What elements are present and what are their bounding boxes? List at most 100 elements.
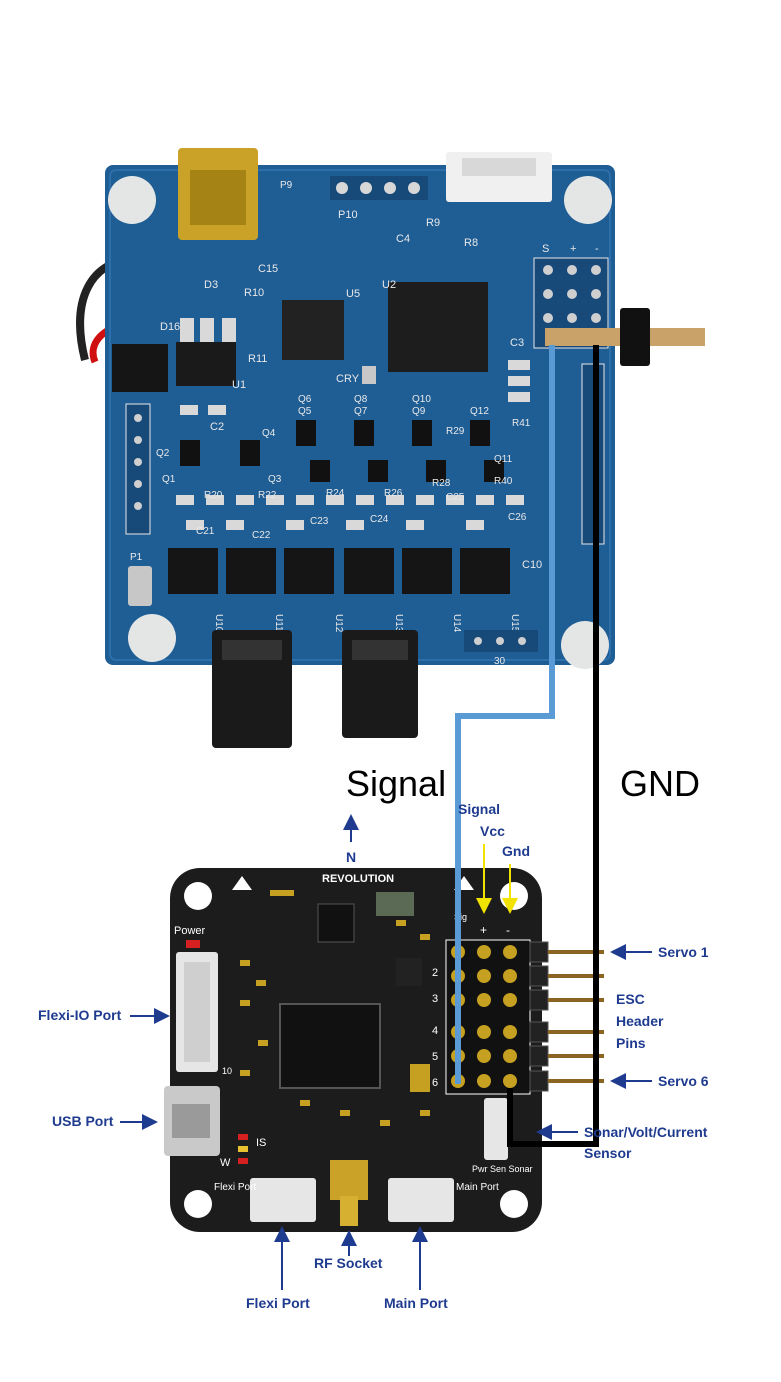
silk-plus: +	[570, 243, 576, 255]
gnd-wire-label: GND	[620, 763, 700, 804]
sonar-label-1: Sonar/Volt/Current	[584, 1124, 708, 1140]
silk-u5: U5	[346, 288, 360, 300]
p10-header	[330, 176, 428, 200]
silk-c24: C24	[370, 514, 389, 525]
rf-socket-label: RF Socket	[314, 1255, 383, 1271]
servo1-label: Servo 1	[658, 944, 709, 960]
esc-right-angle-pin-2	[548, 974, 604, 978]
silk-c15: C15	[258, 263, 278, 275]
north-label: N	[346, 849, 356, 865]
standoff-tl	[108, 176, 156, 224]
esc-pin-r4-c3	[503, 1025, 517, 1039]
regulator-u1	[112, 344, 168, 392]
esc-pin-r1-c2	[477, 945, 491, 959]
silk-q1: Q1	[162, 474, 176, 485]
silk-r11: R11	[248, 353, 267, 365]
esc-right-angle-pin-1	[548, 950, 604, 954]
silk-s: S	[542, 243, 549, 255]
esc-pin-housing-2	[529, 965, 549, 987]
power-led	[186, 940, 200, 948]
silk-q3: Q3	[268, 474, 282, 485]
silk-u11: U11	[273, 614, 284, 632]
esc-pins	[451, 941, 604, 1092]
driver-chips	[168, 548, 510, 594]
silk-minus: -	[595, 243, 599, 255]
silk-c26: C26	[508, 512, 527, 523]
esc-pin-housing-1	[529, 941, 549, 963]
silk-cry: CRY	[336, 373, 360, 385]
sonar-label-2: Sensor	[584, 1145, 632, 1161]
standoff-br	[561, 621, 609, 669]
smd-parts	[176, 318, 530, 530]
silk-u10: U10	[213, 614, 224, 633]
esc-pin-housing-3	[529, 989, 549, 1011]
silk-d16: D16	[160, 321, 180, 333]
silk-is: IS	[256, 1137, 266, 1149]
silk-q10: Q10	[412, 394, 431, 405]
silk-r40: R40	[494, 476, 513, 487]
silk-q2: Q2	[156, 448, 170, 459]
esc-label-1: ESC	[616, 991, 645, 1007]
esc-right-angle-pin-4	[548, 1030, 604, 1034]
chip-u5	[282, 300, 344, 360]
esc-pin-r4-c2	[477, 1025, 491, 1039]
silk-r22: R22	[258, 490, 277, 501]
esc-pin-r3-c3	[503, 993, 517, 1007]
silk-c25: C25	[446, 492, 465, 503]
main-port-connector	[388, 1178, 454, 1222]
silk-p1: P1	[130, 552, 143, 563]
silk-p10: P10	[338, 209, 358, 221]
esc-pin-r3-c2	[477, 993, 491, 1007]
silk-main: Main Port	[456, 1182, 499, 1193]
silk-c23: C23	[310, 516, 329, 527]
callouts: N Signal Vcc Gnd Servo 1 ESC Header Pins…	[38, 801, 709, 1311]
vcc-pin-label: Vcc	[480, 823, 505, 839]
transistors	[180, 420, 504, 482]
silk-u15: U15	[509, 614, 520, 633]
silk-q6: Q6	[298, 394, 312, 405]
tactile-button	[128, 566, 152, 606]
silk-power: Power	[174, 925, 206, 937]
esc-pin-r5-c2	[477, 1049, 491, 1063]
esc-pin-housing-6	[529, 1070, 549, 1092]
esc-pin-r5-c3	[503, 1049, 517, 1063]
flexi-port-connector	[250, 1178, 316, 1222]
esc-right-angle-pin-3	[548, 998, 604, 1002]
silk-pin-6: 6	[432, 1077, 438, 1089]
silk-q9: Q9	[412, 406, 426, 417]
standoff-bl	[128, 614, 176, 662]
silk-q8: Q8	[354, 394, 368, 405]
signal-wire	[455, 345, 555, 1084]
chip-u2	[388, 282, 488, 372]
silk-pwr-sen-sonar: Pwr Sen Sonar	[472, 1164, 533, 1174]
esc-pin-r2-c2	[477, 969, 491, 983]
silk-u14: U14	[451, 614, 462, 633]
silk-r28: R28	[432, 478, 451, 489]
silk-30: 30	[494, 656, 506, 667]
silk-c22: C22	[252, 530, 271, 541]
top-board: P9 P10 S + - U5 U2 U1 D3 D16 R10	[76, 148, 705, 748]
silk-u12: U12	[333, 614, 344, 633]
silk-r8: R8	[464, 237, 478, 249]
silk-q12: Q12	[470, 406, 489, 417]
silk-r20: R20	[204, 490, 223, 501]
silk-c2: C2	[210, 421, 224, 433]
silk-c21: C21	[196, 526, 215, 537]
silk-header-plus: +	[480, 923, 487, 937]
silk-r24: R24	[326, 488, 345, 499]
silk-pin-3: 3	[432, 993, 438, 1005]
silk-pin-5: 5	[432, 1051, 438, 1063]
flexi-port-label: Flexi Port	[246, 1295, 310, 1311]
esc-pin-r1-c3	[503, 945, 517, 959]
silk-q4: Q4	[262, 428, 276, 439]
esc-right-angle-pin-6	[548, 1079, 604, 1083]
rf-socket	[330, 1160, 368, 1200]
silk-pin-2: 2	[432, 967, 438, 979]
silk-r41: R41	[512, 418, 531, 429]
sonar-connector	[484, 1098, 508, 1160]
esc-right-angle-pin-5	[548, 1054, 604, 1058]
signal-pin-label: Signal	[458, 801, 500, 817]
silk-q11: Q11	[494, 454, 513, 465]
esc-pin-r6-c3	[503, 1074, 517, 1088]
